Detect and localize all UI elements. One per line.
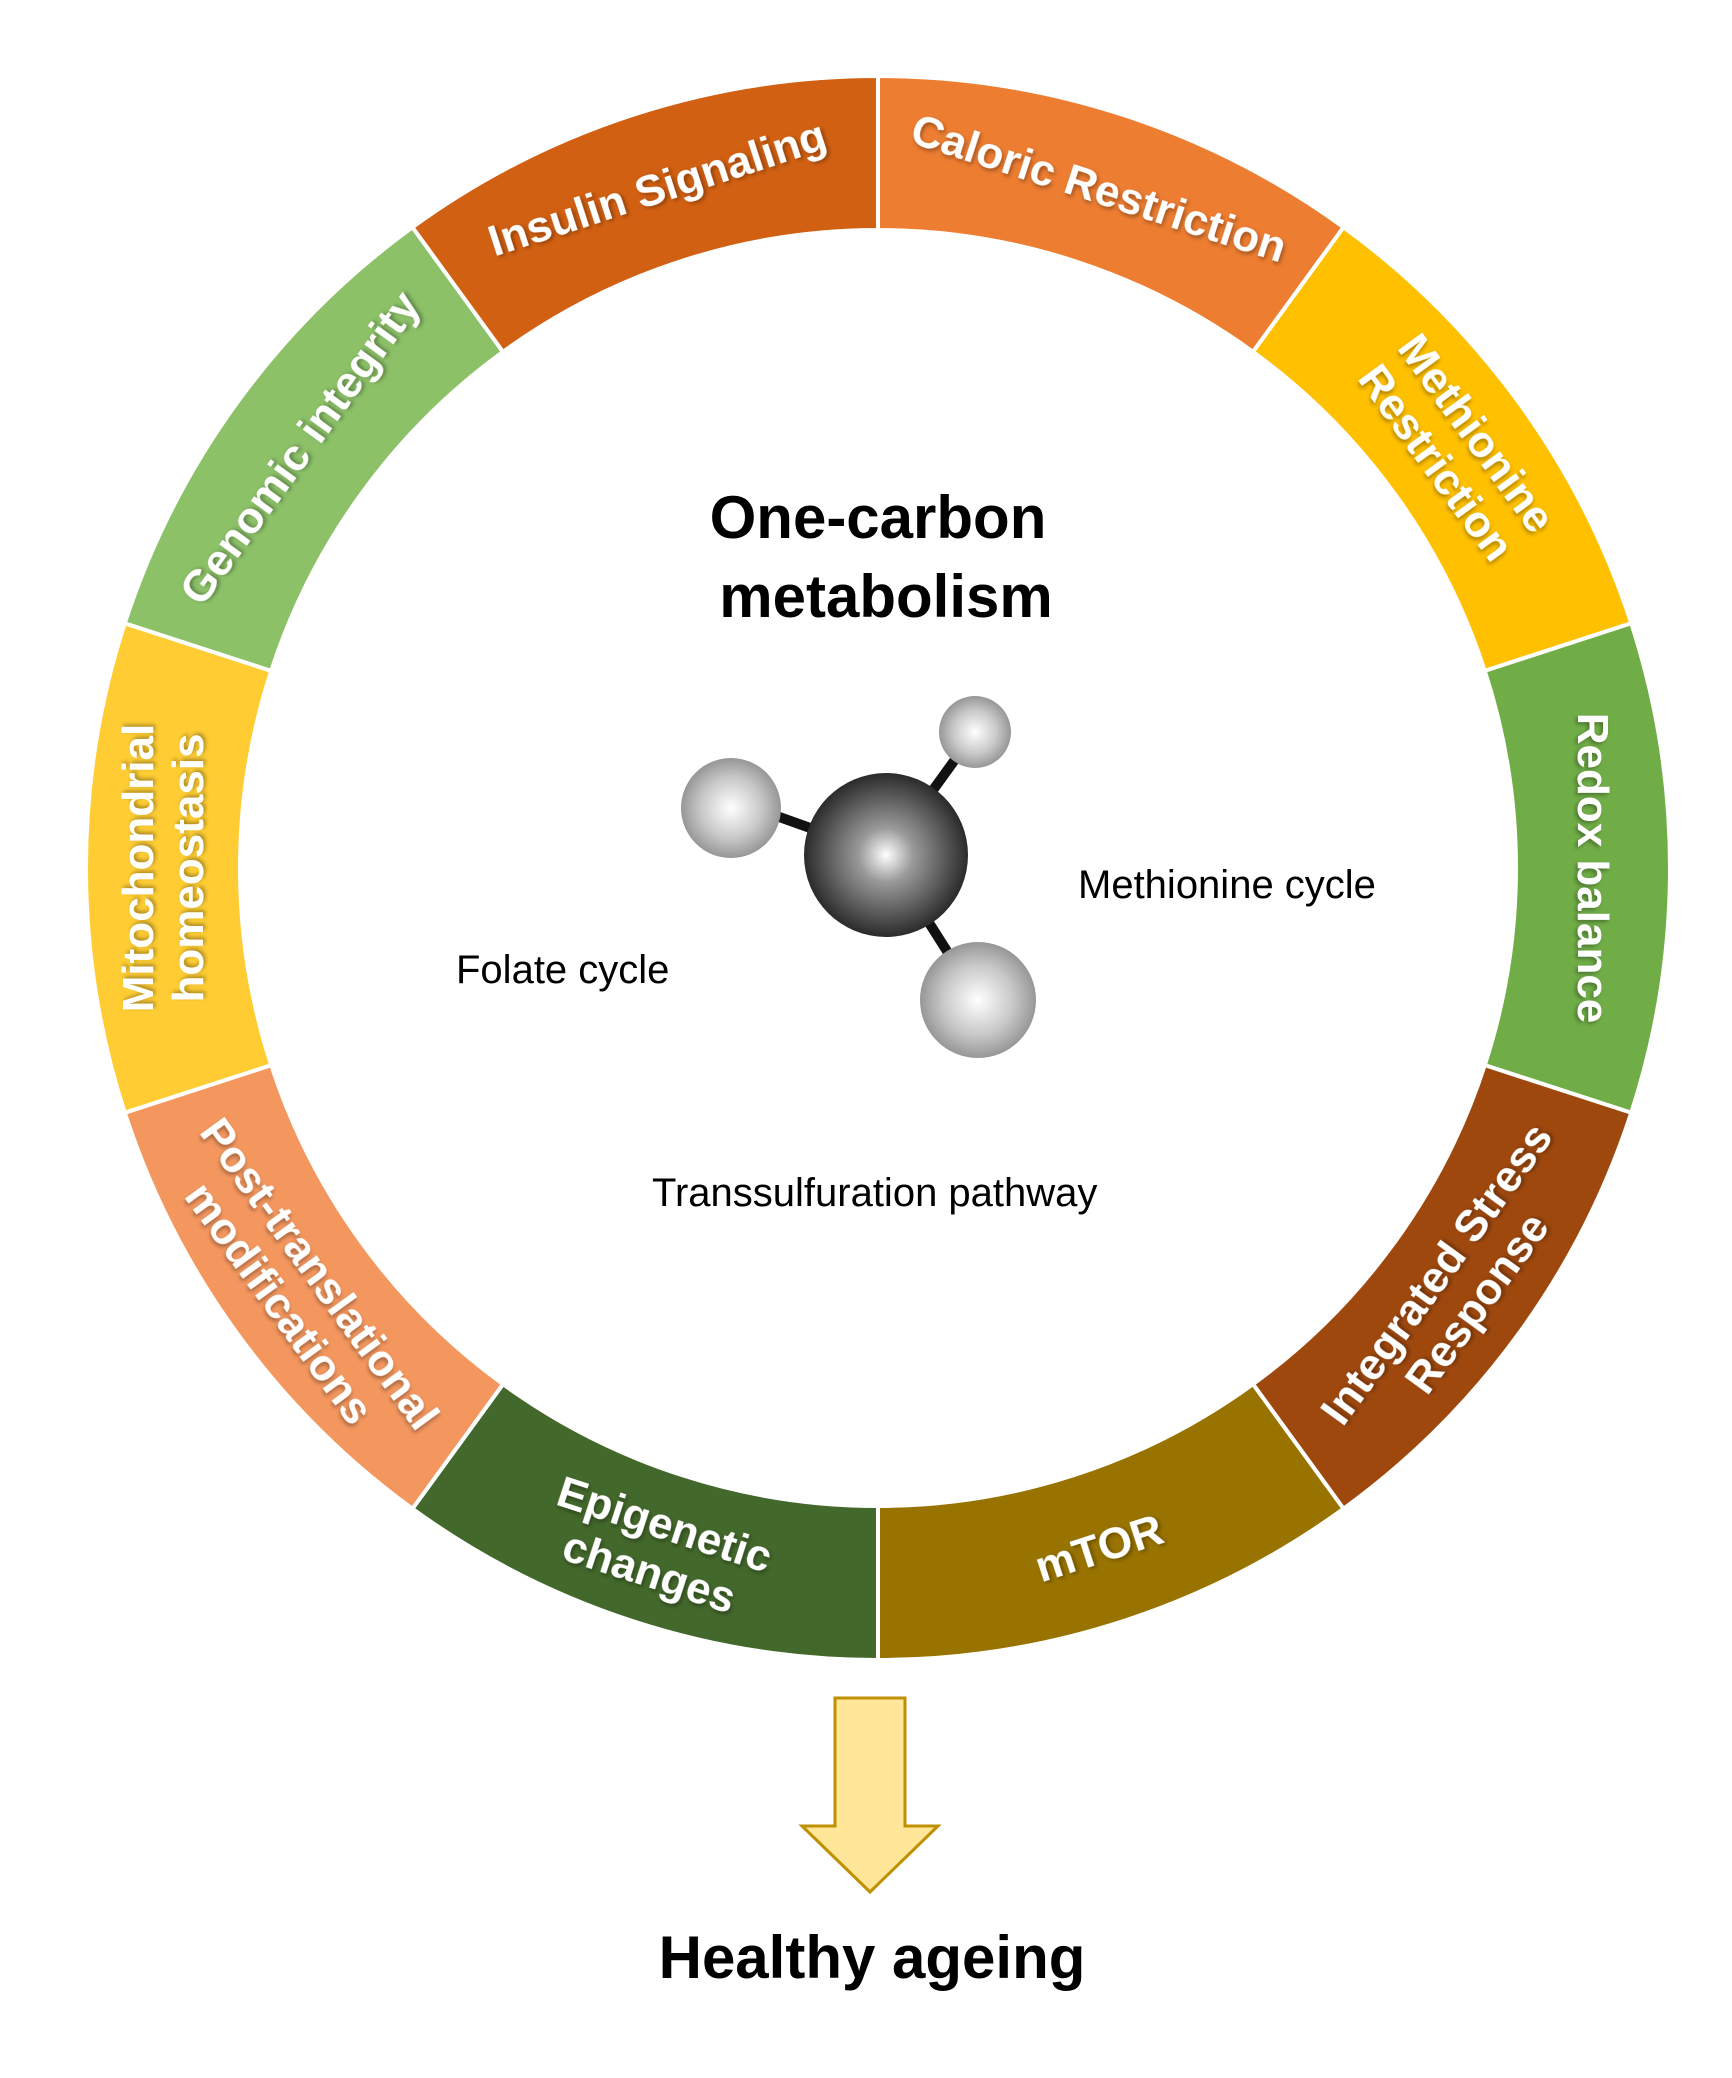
carbon-atom bbox=[804, 773, 968, 937]
ring-label-mitochondrial-homeostasis-line2: homeostasis bbox=[164, 734, 213, 1003]
hydrogen-atom-top bbox=[939, 696, 1011, 768]
ring-label-group-redox-balance: Redox balance bbox=[1568, 713, 1617, 1024]
center-title-line2: metabolism bbox=[719, 563, 1052, 630]
ring-segment-insulin-signaling bbox=[409, 73, 880, 355]
methionine-cycle-label: Methionine cycle bbox=[1078, 863, 1376, 907]
down-arrow-icon bbox=[798, 1696, 942, 1895]
ring-label-mitochondrial-homeostasis-line1: Mitochondrial bbox=[114, 724, 163, 1012]
ring-label-redox-balance-line1: Redox balance bbox=[1568, 713, 1617, 1024]
hydrogen-atom-bottom bbox=[920, 942, 1036, 1058]
hydrogen-atom-left bbox=[681, 758, 781, 858]
transsulfuration-label: Transsulfuration pathway bbox=[652, 1171, 1097, 1215]
ring bbox=[84, 73, 1673, 1663]
healthy-ageing-label: Healthy ageing bbox=[659, 1924, 1086, 1991]
folate-cycle-label: Folate cycle bbox=[456, 948, 669, 992]
center-title-line1: One-carbon bbox=[710, 484, 1047, 551]
methyl-molecule-icon bbox=[681, 696, 1036, 1058]
